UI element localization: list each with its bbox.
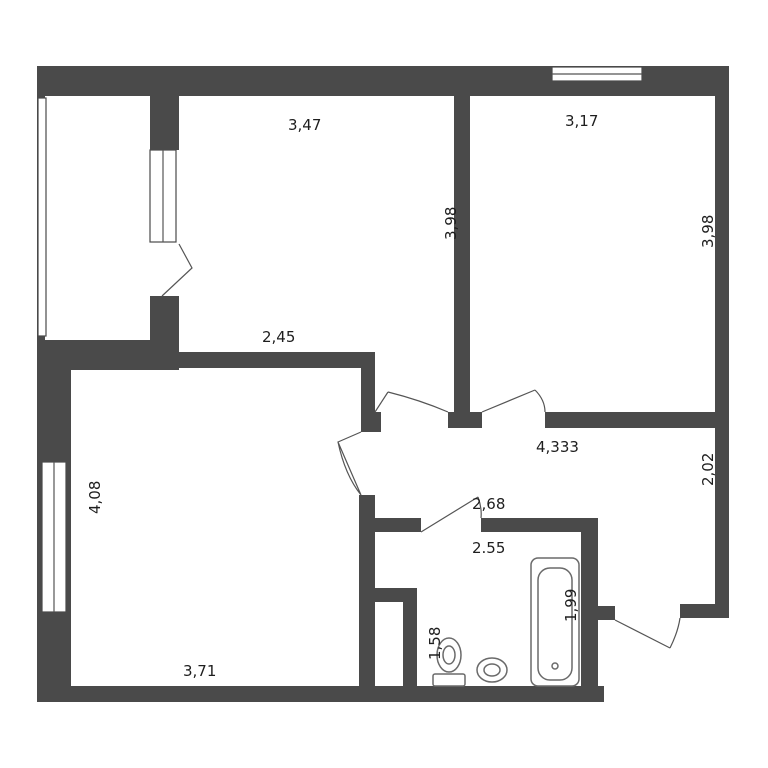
door-room3	[337, 431, 362, 496]
sink	[476, 657, 508, 683]
wall-room1-right-stub	[361, 352, 375, 412]
dim-hall-lower-width: 2,68	[472, 495, 505, 513]
wall-bath-top-left	[359, 518, 421, 532]
dim-hall-width: 4,333	[536, 438, 579, 456]
dim-wc-height: 1,58	[426, 627, 444, 660]
wall-room1-room2	[454, 96, 470, 414]
dim-room1-width: 3,47	[288, 116, 321, 134]
toilet	[432, 637, 466, 687]
interior-walls	[37, 96, 729, 702]
bathtub	[530, 557, 580, 687]
dim-room3-width: 3,71	[183, 662, 216, 680]
door-hall-right	[614, 617, 681, 649]
exterior-walls	[37, 66, 729, 702]
doors	[161, 243, 681, 649]
wall-room1-bottom-2	[150, 352, 375, 368]
door-room1	[374, 391, 449, 413]
wall-room3-door-stub	[361, 412, 381, 432]
dimension-labels: 3,47 3,98 2,45 3,17 3,98 4,333 2,02 4,08…	[86, 112, 717, 680]
dim-bath-width: 2.55	[472, 539, 505, 557]
wall-bath-top	[481, 518, 598, 532]
dim-room2-width: 3,17	[565, 112, 598, 130]
wall-bath-door-stub	[581, 606, 615, 620]
door-balcony	[161, 243, 193, 297]
window-balcony	[37, 97, 47, 337]
door-bath	[420, 496, 482, 533]
dim-room2-height: 3,98	[699, 215, 717, 248]
wall-right-lower	[680, 604, 729, 618]
dim-hall-height: 2,02	[699, 453, 717, 486]
dim-bath-height: 1,99	[562, 589, 580, 622]
dim-room3-height: 4,08	[86, 481, 104, 514]
fixtures	[432, 557, 580, 687]
door-room2	[481, 389, 546, 413]
wall-room3-right	[359, 495, 375, 702]
windows	[37, 66, 643, 613]
wall-right	[715, 66, 729, 618]
wall-room2-door-stub	[448, 412, 482, 428]
dim-room1-bottom: 2,45	[262, 328, 295, 346]
wall-room2-bottom	[545, 412, 729, 428]
dim-room1-height: 3,98	[442, 207, 460, 240]
wall-wc-partition	[403, 588, 417, 702]
wall-balcony-partition-top	[150, 96, 179, 150]
wall-bottom	[37, 686, 604, 702]
